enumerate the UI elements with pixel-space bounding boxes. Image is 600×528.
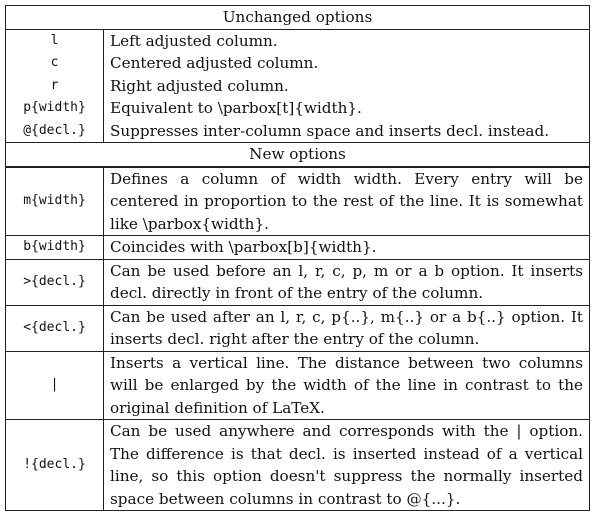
option-code: !{decl.}	[5, 419, 104, 511]
option-code: b{width}	[5, 235, 104, 260]
section-title-new: New options	[5, 142, 590, 167]
option-description: Coincides with \parbox[b]{width}.	[103, 235, 590, 260]
table-row: <{decl.} Can be used after an l, r, c, p…	[5, 304, 590, 352]
option-description: Defines a column of width width. Every e…	[103, 165, 590, 236]
option-description: Equivalent to \parbox[t]{width}.	[103, 97, 590, 120]
section-title-unchanged: Unchanged options	[5, 5, 590, 30]
table-row: p{width} Equivalent to \parbox[t]{width}…	[5, 97, 590, 120]
option-description: Can be used anywhere and corresponds wit…	[103, 419, 590, 511]
table-row: @{decl.} Suppresses inter-column space a…	[5, 119, 590, 143]
table-row: | Inserts a vertical line. The distance …	[5, 350, 590, 420]
section-header-row: New options	[5, 142, 590, 167]
option-code: <{decl.}	[5, 304, 104, 352]
option-code: l	[5, 28, 104, 52]
options-table-wrapper: Unchanged options l Left adjusted column…	[5, 5, 590, 511]
option-description: Left adjusted column.	[103, 28, 590, 52]
option-code: p{width}	[5, 97, 104, 120]
table-row: r Right adjusted column.	[5, 74, 590, 97]
option-description: Suppresses inter-column space and insert…	[103, 119, 590, 143]
section-header-row: Unchanged options	[5, 5, 590, 30]
table-row: m{width} Defines a column of width width…	[5, 165, 590, 236]
table-row: !{decl.} Can be used anywhere and corres…	[5, 419, 590, 511]
option-description: Centered adjusted column.	[103, 52, 590, 75]
table-row: c Centered adjusted column.	[5, 52, 590, 75]
table-row: l Left adjusted column.	[5, 28, 590, 52]
option-code: r	[5, 74, 104, 97]
option-code: @{decl.}	[5, 119, 104, 143]
option-description: Inserts a vertical line. The distance be…	[103, 350, 590, 420]
option-code: |	[5, 350, 104, 420]
option-description: Can be used after an l, r, c, p{..}, m{.…	[103, 304, 590, 352]
table-row: >{decl.} Can be used before an l, r, c, …	[5, 258, 590, 306]
option-code: >{decl.}	[5, 258, 104, 306]
options-table: Unchanged options l Left adjusted column…	[5, 5, 590, 511]
option-description: Right adjusted column.	[103, 74, 590, 97]
option-code: c	[5, 52, 104, 75]
option-description: Can be used before an l, r, c, p, m or a…	[103, 258, 590, 306]
option-code: m{width}	[5, 165, 104, 236]
table-row: b{width} Coincides with \parbox[b]{width…	[5, 235, 590, 260]
